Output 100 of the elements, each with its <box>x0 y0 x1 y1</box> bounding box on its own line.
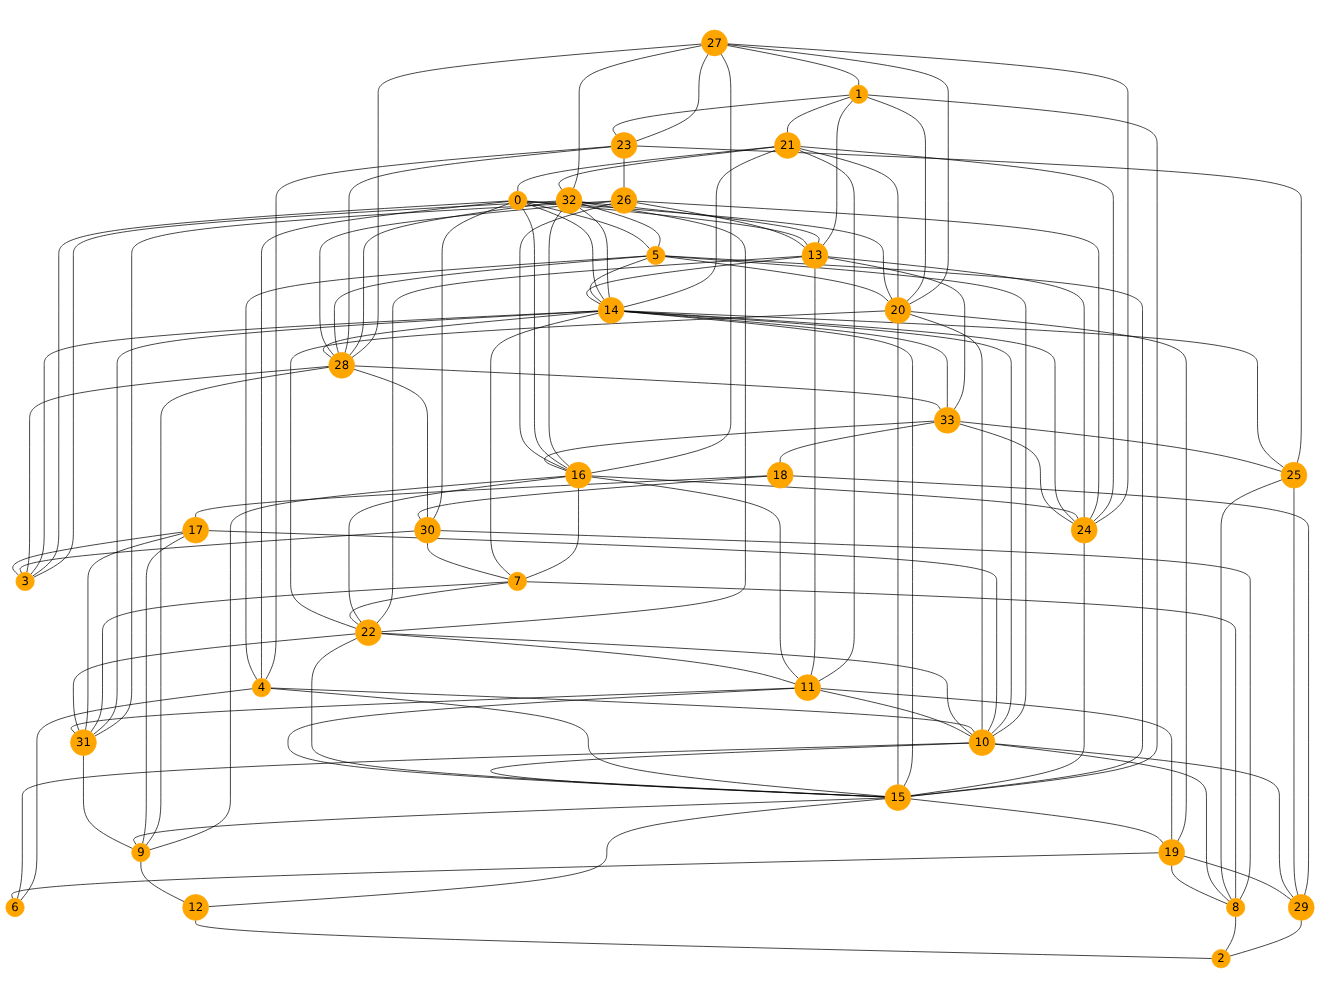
connector <box>994 743 1294 898</box>
connector <box>544 420 935 472</box>
connector <box>526 201 808 246</box>
connector <box>140 861 185 903</box>
connector <box>799 146 1114 522</box>
connector <box>208 798 886 907</box>
connector <box>380 633 796 685</box>
connector <box>70 687 796 734</box>
connector <box>579 207 610 298</box>
connector <box>623 158 625 188</box>
connector <box>779 422 935 463</box>
connector <box>558 146 776 191</box>
connector <box>867 96 926 302</box>
connector <box>344 146 612 354</box>
connector <box>867 94 1158 797</box>
connector <box>1183 855 1292 901</box>
connector <box>270 687 975 733</box>
connector <box>526 202 650 250</box>
connector <box>93 310 599 735</box>
connector <box>792 475 1309 896</box>
connector <box>11 852 1160 899</box>
connector <box>522 207 568 469</box>
connector <box>427 542 509 580</box>
connector <box>1171 865 1228 905</box>
connector <box>526 203 605 300</box>
connector <box>623 311 948 408</box>
connector <box>664 255 1143 797</box>
connector <box>726 44 949 305</box>
connector <box>517 146 775 192</box>
connector <box>245 255 648 680</box>
connector <box>581 201 820 244</box>
connector <box>380 202 746 633</box>
connector <box>433 203 510 520</box>
connector <box>1229 920 1302 957</box>
connector <box>819 690 972 737</box>
connector <box>351 43 702 358</box>
connector <box>799 148 899 298</box>
connector <box>440 530 1251 900</box>
connector <box>897 322 899 786</box>
connector <box>145 366 330 846</box>
connector <box>490 312 599 576</box>
connector <box>727 43 1129 524</box>
connector <box>525 487 579 579</box>
connector <box>195 920 1213 959</box>
connector <box>26 366 330 573</box>
connector <box>910 542 1085 797</box>
connector <box>94 200 612 737</box>
connector <box>612 94 850 136</box>
connector <box>261 201 510 679</box>
connector <box>636 202 806 248</box>
connector <box>623 310 1285 468</box>
connector <box>19 530 415 574</box>
connector <box>349 582 509 625</box>
connector <box>349 201 557 356</box>
connector <box>623 149 776 308</box>
connector <box>12 531 184 576</box>
connector <box>910 311 1187 842</box>
connector <box>664 255 1027 737</box>
connector <box>623 310 1076 522</box>
connector <box>589 258 648 303</box>
connector <box>623 311 913 787</box>
connector <box>810 267 816 676</box>
connector <box>591 475 1079 520</box>
connector <box>548 210 570 467</box>
connector <box>319 201 612 356</box>
connector <box>994 743 1230 902</box>
connector <box>334 255 648 354</box>
connector <box>664 256 889 302</box>
connector <box>623 310 1012 735</box>
connector <box>820 688 1173 840</box>
connector <box>910 798 1164 844</box>
connector <box>959 423 1074 524</box>
connector <box>827 256 1085 518</box>
connector <box>208 530 998 732</box>
connector <box>348 476 567 623</box>
connector <box>73 633 356 731</box>
connector <box>354 365 941 410</box>
connector <box>20 688 253 901</box>
connector <box>30 310 599 575</box>
connector <box>380 632 973 735</box>
connector <box>195 475 768 518</box>
connector <box>590 53 732 474</box>
connector <box>519 203 612 471</box>
connector <box>265 146 612 680</box>
connector <box>1225 916 1236 952</box>
connector <box>17 742 970 899</box>
connector <box>573 45 703 189</box>
connector <box>635 53 709 142</box>
connector <box>90 581 509 733</box>
connector <box>590 476 799 679</box>
connector <box>586 256 803 305</box>
connector <box>290 310 886 629</box>
connector <box>909 314 983 731</box>
connector <box>636 200 1100 520</box>
connector <box>353 368 428 518</box>
connector <box>799 150 855 682</box>
connector <box>323 311 599 358</box>
connector <box>376 255 803 624</box>
connector <box>142 536 185 844</box>
connector <box>1220 479 1283 900</box>
